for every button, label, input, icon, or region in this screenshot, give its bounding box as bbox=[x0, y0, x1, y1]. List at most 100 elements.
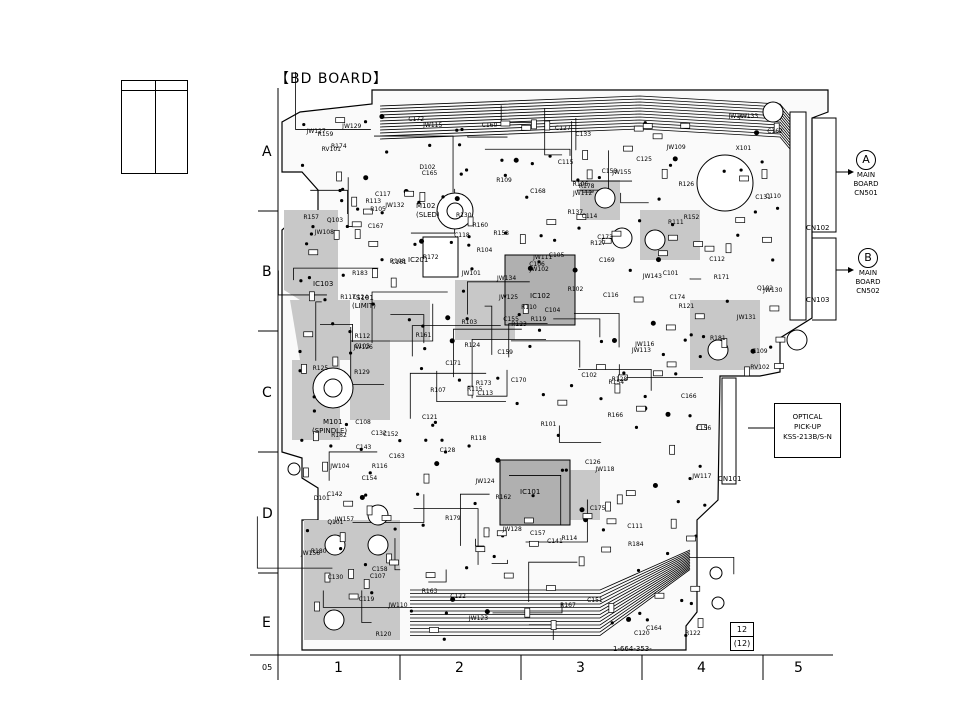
row-label-d: D bbox=[262, 506, 273, 522]
optical-line3: KSS-213B/S-N bbox=[783, 433, 832, 441]
ref-designator: C105 bbox=[548, 251, 565, 259]
ref-designator: R174 bbox=[331, 142, 347, 150]
ref-designator: R157 bbox=[303, 213, 319, 221]
ref-designator: C160 bbox=[481, 122, 498, 130]
ref-designator: C162 bbox=[767, 128, 783, 135]
ref-designator: R171 bbox=[713, 273, 730, 281]
ref-designator: R158 bbox=[493, 230, 509, 238]
connector-b-line2: BOARD bbox=[855, 278, 881, 286]
ref-designator: C156 bbox=[695, 424, 712, 432]
col-label-4: 4 bbox=[697, 660, 706, 676]
ref-designator: C174 bbox=[669, 293, 686, 301]
ref-designator: C143 bbox=[355, 443, 372, 451]
ref-designator: C122 bbox=[450, 592, 466, 600]
ref-designator: D102 bbox=[419, 164, 436, 172]
ref-designator: R109 bbox=[496, 176, 512, 184]
ref-designator: JW116 bbox=[635, 341, 655, 349]
ref-designator: R184 bbox=[627, 540, 644, 548]
ref-designator: C107 bbox=[369, 573, 386, 581]
ref-designator: C125 bbox=[636, 155, 652, 163]
m102-sub-label: (SLED) bbox=[416, 211, 440, 219]
ref-designator: C101 bbox=[662, 270, 679, 278]
m101-label: M101 bbox=[323, 418, 343, 426]
ref-designator: C108 bbox=[355, 418, 371, 426]
ref-designator: JW123 bbox=[468, 614, 489, 622]
ref-designator: R119 bbox=[530, 315, 547, 323]
row-label-c: C bbox=[262, 385, 272, 401]
ref-designator: C114 bbox=[581, 213, 598, 221]
ref-designator: C155 bbox=[503, 315, 519, 323]
ref-designator: C115 bbox=[557, 158, 574, 166]
ref-box-1: 12 bbox=[730, 622, 754, 637]
ref-designator: C170 bbox=[510, 376, 527, 384]
ref-designator: R128 bbox=[611, 376, 628, 384]
ic102-label: IC102 bbox=[530, 292, 551, 300]
ref-designator: JW113 bbox=[631, 347, 651, 355]
ref-designator: JW124 bbox=[475, 477, 495, 485]
ref-designator: R172 bbox=[422, 254, 439, 262]
ref-designator: JW117 bbox=[692, 472, 712, 480]
ref-designator: C166 bbox=[680, 392, 697, 400]
ref-designator: C111 bbox=[627, 522, 643, 530]
ref-designator: C168 bbox=[530, 188, 546, 196]
ref-designator: R125 bbox=[312, 365, 329, 373]
ref-designator: C119 bbox=[358, 596, 375, 604]
s101-label: S101 bbox=[356, 294, 374, 302]
ref-designator: JW129 bbox=[342, 122, 362, 130]
ref-designator: R111 bbox=[668, 218, 684, 226]
ref-designator: C112 bbox=[709, 255, 725, 263]
optical-line2: PICK-UP bbox=[794, 423, 821, 431]
cn102-label: CN102 bbox=[806, 224, 830, 232]
ref-designator: C154 bbox=[361, 475, 378, 483]
ref-designator: JW115 bbox=[423, 122, 443, 130]
ref-designator: R181 bbox=[710, 335, 726, 342]
ref-designator: C151 bbox=[587, 596, 603, 604]
ref-designator: C132 bbox=[371, 429, 387, 437]
legend-divider-h bbox=[122, 90, 187, 91]
ic201-label: IC201 bbox=[408, 256, 429, 264]
ref-designator: JW101 bbox=[461, 269, 481, 277]
ref-designator: R163 bbox=[421, 588, 438, 596]
ref-designator: JW112 bbox=[573, 189, 593, 197]
ref-designator: JW125 bbox=[498, 294, 519, 302]
ref-designator: C104 bbox=[544, 307, 561, 315]
ref-designator: C142 bbox=[326, 491, 343, 499]
ref-designator: C120 bbox=[634, 629, 650, 637]
ref-designator: C161 bbox=[391, 259, 407, 267]
ref-designator: C152 bbox=[382, 431, 399, 439]
connector-b-label: MAIN BOARD CN502 bbox=[848, 269, 888, 296]
part-number: 1-664-353- bbox=[613, 645, 652, 653]
legend-divider-v bbox=[155, 81, 156, 173]
ref-designator: Q101 bbox=[327, 519, 344, 527]
ref-designator: RV101 bbox=[321, 146, 341, 154]
ref-designator: D101 bbox=[313, 495, 330, 503]
ref-designator: C131 bbox=[755, 194, 771, 202]
connector-a-line1: MAIN bbox=[856, 171, 876, 179]
sled-motor-outline bbox=[436, 192, 474, 230]
ref-designator: R130 bbox=[455, 212, 472, 220]
ref-designator: C172 bbox=[408, 115, 425, 123]
page-code: 05 bbox=[262, 663, 273, 672]
ref-designator: C157 bbox=[529, 529, 546, 537]
ref-designator: JW155 bbox=[612, 169, 632, 177]
ref-designator: JW102 bbox=[529, 266, 549, 274]
ref-designator: R103 bbox=[461, 318, 478, 326]
ref-designator: R173 bbox=[475, 380, 492, 388]
ref-designator: JW127 bbox=[306, 127, 326, 135]
ref-designator: R117 bbox=[340, 293, 356, 301]
ref-designator: JW126 bbox=[353, 344, 373, 352]
ref-designator: C126 bbox=[584, 458, 601, 466]
ref-designator: C165 bbox=[421, 169, 438, 177]
connector-a-line2: BOARD bbox=[853, 180, 879, 188]
ref-designator: R115 bbox=[466, 386, 483, 394]
ref-designator: C141 bbox=[547, 538, 563, 546]
ref-designator: R152 bbox=[683, 213, 700, 221]
col-label-3: 3 bbox=[576, 660, 585, 676]
smd-parts bbox=[301, 117, 786, 633]
cn103-label: CN103 bbox=[806, 296, 830, 304]
ref-designator: R182 bbox=[331, 432, 347, 440]
ref-designator: R118 bbox=[470, 434, 487, 442]
connector-b-line3: CN502 bbox=[856, 287, 880, 295]
ref-designator: JW104 bbox=[330, 462, 350, 470]
